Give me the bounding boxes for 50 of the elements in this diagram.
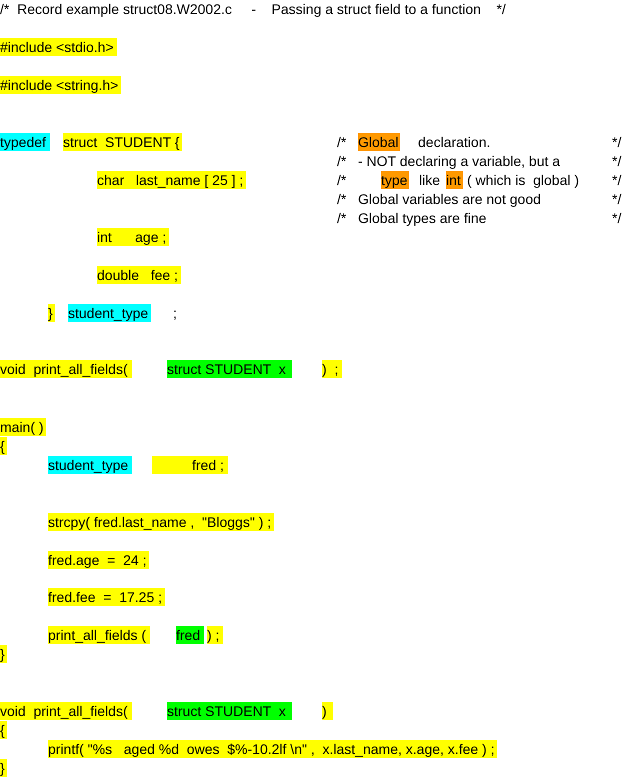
highlighted-code: ) ; <box>207 626 224 644</box>
highlighted-code: print_all_fields ( <box>48 626 150 644</box>
highlighted-code: } <box>0 645 7 663</box>
highlighted-code: main( ) <box>0 418 46 436</box>
code-text: */ <box>612 209 622 227</box>
highlighted-code: struct STUDENT x <box>167 360 292 378</box>
highlighted-code: { <box>0 721 7 739</box>
highlighted-code: void print_all_fields( <box>0 702 132 720</box>
code-text: */ <box>612 190 622 208</box>
highlighted-code: struct STUDENT x <box>167 702 292 720</box>
highlighted-code: student_type <box>68 304 152 322</box>
code-text: /* <box>337 171 346 189</box>
highlighted-code: Global <box>358 133 400 151</box>
highlighted-code: } <box>0 759 7 777</box>
highlighted-code: fred.fee = 17.25 ; <box>48 588 166 606</box>
code-text: /* <box>337 190 346 208</box>
code-text: */ <box>612 133 622 151</box>
highlighted-code: #include <stdio.h> <box>0 38 117 56</box>
highlighted-code: char last_name [ 25 ] ; <box>97 171 246 189</box>
highlighted-code: } <box>48 304 55 322</box>
code-text: declaration. <box>418 133 490 151</box>
code-text: like <box>419 171 440 189</box>
highlighted-code: int age ; <box>97 228 170 246</box>
highlighted-code: int <box>446 171 463 189</box>
highlighted-code: strcpy( fred.last_name , "Bloggs" ) ; <box>48 513 274 531</box>
code-text: /* Record example struct08.W2002.c - Passing a struct field to a function */ <box>0 0 506 18</box>
code-text: - NOT declaring a variable, but a <box>358 152 560 170</box>
highlighted-code: fred.age = 24 ; <box>48 551 150 569</box>
highlighted-code: #include <string.h> <box>0 76 122 94</box>
code-text: */ <box>612 152 622 170</box>
code-text: ( which is global ) <box>467 171 580 189</box>
highlighted-code: double fee ; <box>97 266 181 284</box>
highlighted-code: type <box>381 171 410 189</box>
code-text: /* <box>337 209 346 227</box>
highlighted-code: fred ; <box>152 456 228 474</box>
highlighted-code: void print_all_fields( <box>0 360 132 378</box>
highlighted-code: struct STUDENT { <box>63 133 182 151</box>
highlighted-code: printf( "%s aged %d owes $%-10.2lf \n" , x.last_name, x.age, x.fee ) ; <box>48 740 498 758</box>
highlighted-code: ) ; <box>322 360 342 378</box>
highlighted-code: typedef <box>0 133 50 151</box>
highlighted-code: ) <box>322 702 333 720</box>
code-text: */ <box>612 171 622 189</box>
highlighted-code: student_type <box>48 456 132 474</box>
code-text: /* <box>337 152 346 170</box>
code-text: ; <box>173 304 177 322</box>
code-text: Global variables are not good <box>358 190 541 208</box>
code-text: Global types are fine <box>358 209 486 227</box>
highlighted-code: { <box>0 437 7 455</box>
code-text: /* <box>337 133 346 151</box>
highlighted-code: fred <box>176 626 204 644</box>
